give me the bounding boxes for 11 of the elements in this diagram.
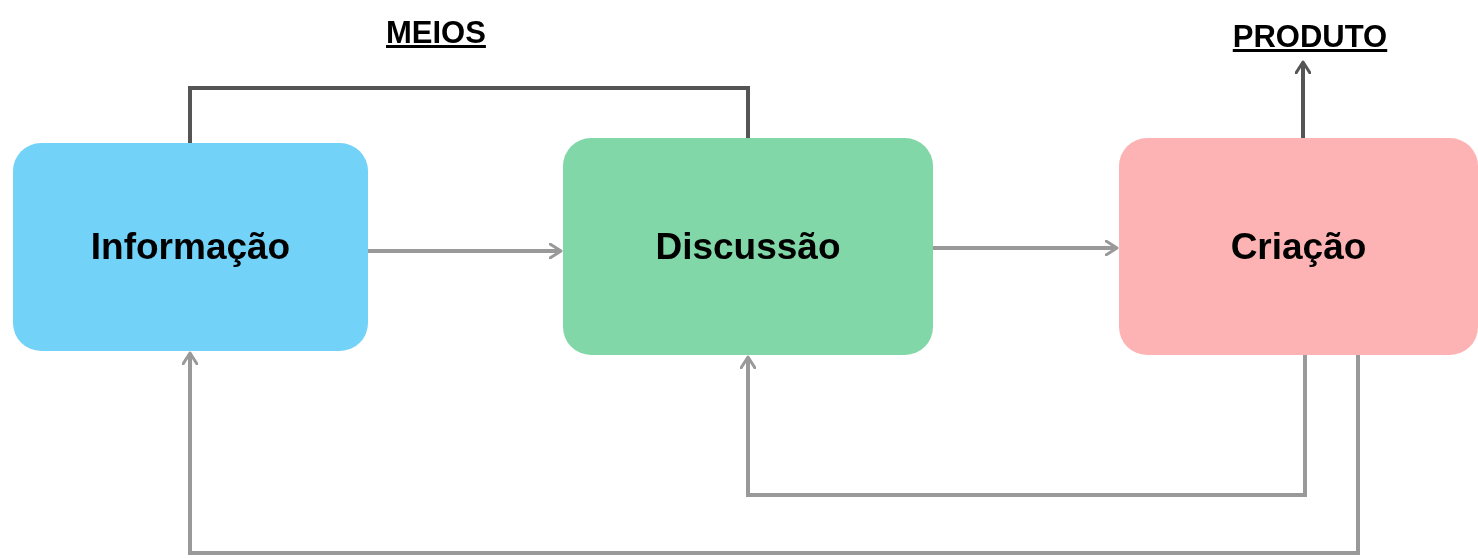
arrow [181,351,1360,555]
heading-label: MEIOS [386,14,486,52]
arrow [933,239,1119,257]
connector-line [188,86,750,143]
output-text: PRODUTO [1205,14,1415,60]
process-box: Discussão [563,138,933,355]
arrow [739,355,1307,497]
arrow [368,242,563,260]
arrow [1294,60,1312,138]
process-box: Criação [1119,138,1478,355]
process-box: Informação [13,143,368,351]
